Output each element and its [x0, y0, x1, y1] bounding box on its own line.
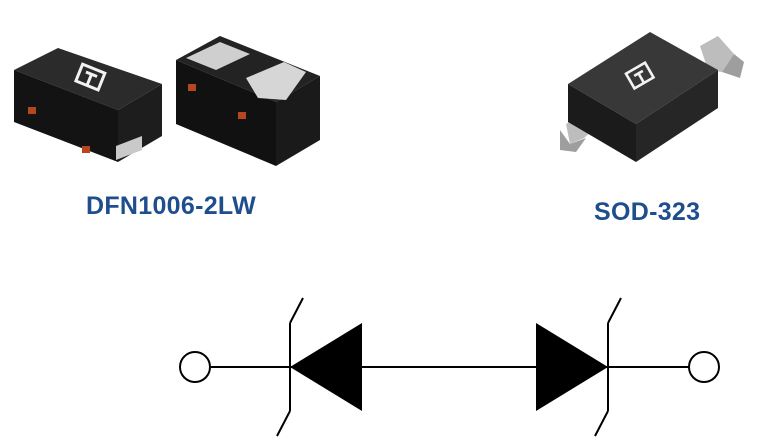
- brand-logo-icon: [624, 60, 656, 91]
- zener-bar-right: [594, 297, 622, 437]
- polarity-mark: [28, 107, 36, 114]
- diode-triangle-icon: [290, 323, 362, 411]
- polarity-mark: [188, 84, 196, 91]
- solder-pad: [116, 136, 142, 160]
- solder-pad: [246, 62, 306, 100]
- dfn-package-top-view: [14, 48, 162, 162]
- dfn-package-bottom-view: [176, 36, 320, 166]
- solder-pad: [186, 42, 250, 70]
- diode-triangle-icon: [536, 323, 608, 411]
- lead-left-shade: [560, 130, 586, 152]
- terminal-circle-icon: [688, 351, 720, 383]
- lead-right: [700, 36, 734, 72]
- sod323-package: [560, 32, 744, 162]
- terminal-circle-icon: [179, 351, 211, 383]
- package-label-dfn: DFN1006-2LW: [86, 192, 257, 220]
- polarity-mark: [238, 112, 246, 119]
- package-label-sod: SOD-323: [594, 198, 701, 226]
- lead-right-shade: [722, 54, 744, 78]
- brand-logo-icon: [73, 62, 107, 92]
- polarity-mark: [82, 146, 90, 153]
